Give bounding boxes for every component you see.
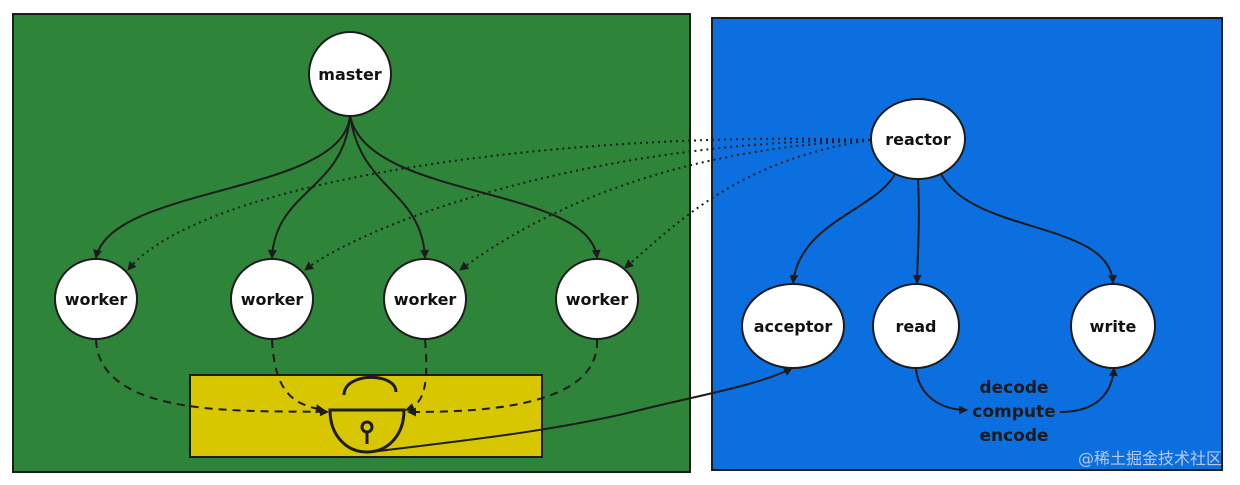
stage-labels: decode compute encode xyxy=(972,378,1055,446)
edge-stages-write xyxy=(1059,367,1118,413)
edge-reactor-read xyxy=(912,177,922,284)
node-master: master xyxy=(308,31,392,117)
node-reactor: reactor xyxy=(870,98,966,180)
write-label: write xyxy=(1090,317,1137,336)
stage-compute: compute xyxy=(972,402,1055,422)
node-read: read xyxy=(872,283,960,369)
edge-master-worker-1 xyxy=(93,114,351,259)
read-label: read xyxy=(896,317,937,336)
node-write: write xyxy=(1070,283,1156,369)
edge-read-stages xyxy=(915,367,968,415)
node-worker-4: worker xyxy=(555,258,639,340)
worker-label: worker xyxy=(566,290,629,309)
node-acceptor: acceptor xyxy=(741,283,845,369)
worker-to-lock-edges xyxy=(95,339,599,417)
watermark-text: @稀土掘金技术社区 xyxy=(1078,449,1222,468)
edge-master-worker-3 xyxy=(349,114,430,259)
lock-panel xyxy=(189,374,543,458)
master-to-worker-edges xyxy=(93,114,601,259)
worker-label: worker xyxy=(65,290,128,309)
master-label: master xyxy=(318,65,381,84)
edge-worker2-lock xyxy=(271,339,325,414)
edge-reactor-worker-4 xyxy=(624,139,871,269)
node-worker-1: worker xyxy=(54,258,138,340)
node-worker-2: worker xyxy=(230,258,314,340)
node-worker-3: worker xyxy=(383,258,467,340)
stage-decode: decode xyxy=(979,378,1048,398)
edge-master-worker-4 xyxy=(349,114,601,259)
edge-worker4-lock xyxy=(407,339,599,417)
edge-reactor-write xyxy=(939,171,1118,284)
acceptor-label: acceptor xyxy=(754,317,833,336)
edge-reactor-acceptor xyxy=(789,169,898,284)
reactor-label: reactor xyxy=(885,130,951,149)
stage-encode: encode xyxy=(979,426,1048,446)
edge-reactor-worker-3 xyxy=(459,139,871,271)
edge-lock-acceptor xyxy=(369,367,793,453)
worker-label: worker xyxy=(241,290,304,309)
edge-worker1-lock xyxy=(95,339,329,417)
reactor-to-child-edges xyxy=(789,169,1118,284)
right-panel xyxy=(711,17,1223,471)
edge-master-worker-2 xyxy=(267,114,351,259)
worker-label: worker xyxy=(394,290,457,309)
reactor-to-worker-edges xyxy=(127,137,871,271)
unlocked-padlock-icon xyxy=(328,375,406,454)
